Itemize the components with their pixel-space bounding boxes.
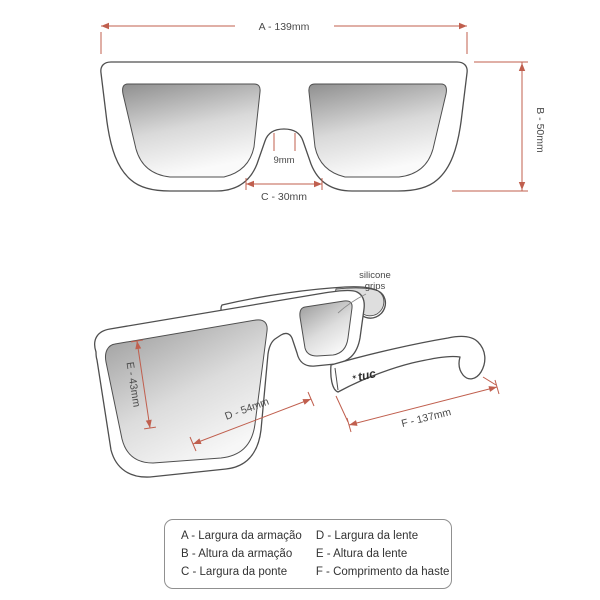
near-temple-arm [330,335,486,393]
dim-a-arrow-right [459,22,467,30]
legend-item-e: E - Altura da lente [315,548,408,560]
dim-c-arrow-right [314,180,322,188]
dim-e-arrow-bottom [145,419,152,428]
silicone-leader-line [337,293,367,314]
dim-d-line [192,398,312,445]
bridge-width-label: 9mm [273,155,294,166]
dim-b-arrow-top [518,63,526,71]
dim-e-line [136,340,151,429]
dim-f-extension-left [335,395,349,423]
bridge-dimension: 9mm [273,133,296,166]
dim-f-extension-right [482,376,497,386]
legend-item-b: B - Altura da armação [181,548,293,560]
dim-d-arrow-right [302,399,311,405]
front-left-lens [122,83,261,178]
dim-e-arrow-top [135,341,142,350]
silicone-grips-label-line2: grips [365,281,386,292]
legend-item-f: F - Comprimento da haste [315,566,450,578]
brand-logo: tuc [357,366,378,384]
dimension-a: A - 139mm [100,21,468,54]
front-view: A - 139mm B - 50mm 9mm [100,21,546,203]
dim-b-arrow-bottom [518,182,526,190]
dimension-f: F - 137mm [335,376,500,433]
dim-e-tick-top [131,339,143,343]
dim-b-label: B - 50mm [534,107,546,153]
legend-item-c: C - Largura da ponte [181,566,288,578]
legend-item-a: A - Largura da armação [181,530,302,542]
dim-d-arrow-left [193,438,202,444]
dim-f-arrow-right [488,386,497,392]
legend-column-left: A - Largura da armação B - Altura da arm… [181,530,302,578]
dim-a-label: A - 139mm [259,21,310,33]
side-near-lens [105,319,268,464]
side-far-lens [299,300,353,357]
hinge-line [334,367,339,391]
legend-column-right: D - Largura da lente E - Altura da lente… [316,530,450,578]
dim-c-label: C - 30mm [261,191,307,203]
legend-box: A - Largura da armação B - Altura da arm… [164,519,452,589]
legend-item-d: D - Largura da lente [315,530,419,542]
dimension-b: B - 50mm [452,61,546,192]
dim-f-line [348,386,498,426]
silicone-grips-label-line1: silicone [359,270,391,281]
dimension-c: C - 30mm [245,178,323,203]
brand-mark: ✶ [351,373,359,382]
dim-f-arrow-left [349,420,358,426]
side-view: ✶ tuc silicone grips E - 43mm [94,270,500,478]
dim-a-arrow-left [101,22,109,30]
dim-c-arrow-left [246,180,254,188]
front-right-lens [308,83,447,178]
